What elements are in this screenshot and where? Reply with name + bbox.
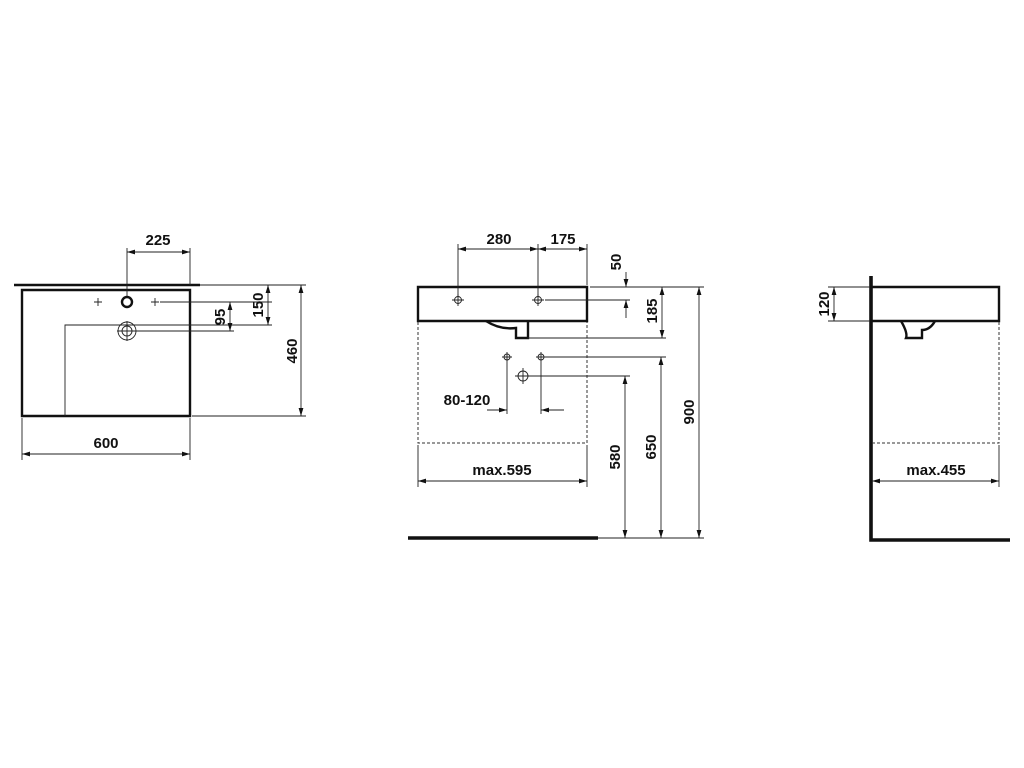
side-view: 120 max.455 [816,276,1010,542]
cabinet-side-outline [872,322,1000,444]
dim-max-595: max.595 [472,462,531,479]
siphon-side [899,320,937,340]
front-view: 280 175 50 185 900 650 580 80-120 max.59… [408,231,704,540]
basin-top-outline [14,283,200,418]
dim-460: 460 [284,338,301,363]
dim-175: 175 [550,231,575,248]
top-view: 225 600 460 150 95 [14,232,306,460]
dim-50: 50 [608,254,625,271]
basin-side-outline [872,285,1001,323]
dim-185: 185 [644,298,661,323]
dim-max-455: max.455 [906,462,965,479]
basin-inner-outline [64,324,190,416]
dim-280: 280 [486,231,511,248]
tap-hole [120,295,134,309]
dim-650: 650 [643,434,660,459]
dim-150: 150 [250,292,267,317]
dim-580: 580 [607,444,624,469]
dim-600: 600 [93,435,118,452]
side-hole-left [94,298,102,306]
dim-95: 95 [212,309,229,326]
dim-80-120: 80-120 [444,392,491,409]
dim-225: 225 [145,232,170,249]
dim-900: 900 [681,399,698,424]
basin-front-outline [416,285,589,323]
cabinet-outline [417,322,588,444]
side-hole-right [151,298,159,306]
dim-120: 120 [816,291,833,316]
siphon [485,319,530,340]
wall-and-floor [869,276,1010,542]
